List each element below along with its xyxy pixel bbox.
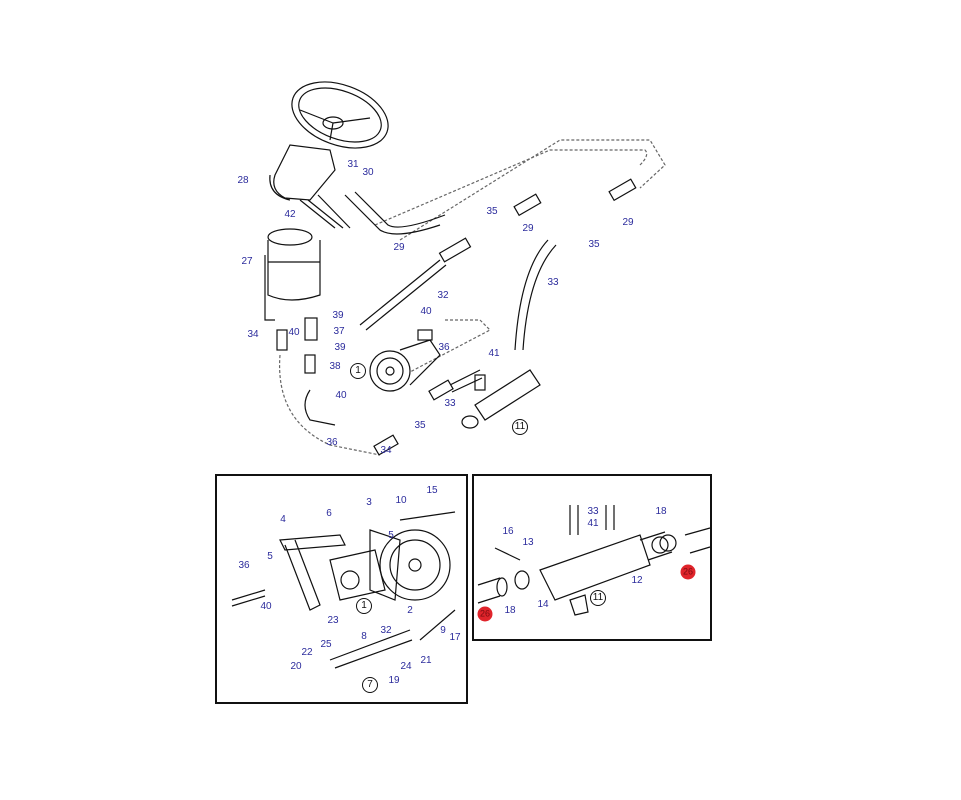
callout-main-view: 40 <box>335 390 347 401</box>
callout-main-view: 42 <box>284 209 296 220</box>
callout-cooler-detail: 11 <box>590 590 606 606</box>
callout-pump-detail: 25 <box>320 639 332 650</box>
hose-routing <box>278 139 666 456</box>
callout-main-view: 28 <box>237 175 249 186</box>
callout-pump-detail: 40 <box>260 601 272 612</box>
callout-main-view: 27 <box>241 256 253 267</box>
callout-main-view: 41 <box>488 348 500 359</box>
pump-detail-linework <box>231 511 456 669</box>
callout-pump-detail: 36 <box>238 560 250 571</box>
callout-pump-detail: 9 <box>440 625 446 636</box>
callout-cooler-detail: 26 <box>680 564 696 580</box>
cooler-detail-frame <box>472 474 712 641</box>
steering-helm <box>269 81 389 229</box>
callout-main-view: 39 <box>334 342 346 353</box>
callout-cooler-detail: 12 <box>631 575 643 586</box>
callout-pump-detail: 5 <box>267 551 273 562</box>
callout-pump-detail: 19 <box>388 675 400 686</box>
callout-pump-detail: 6 <box>326 508 332 519</box>
cooler-detail-linework <box>477 505 711 616</box>
callout-main-view: 40 <box>288 327 300 338</box>
pump <box>369 329 441 392</box>
callout-cooler-detail: 13 <box>522 537 534 548</box>
callout-pump-detail: 17 <box>449 632 461 643</box>
callout-cooler-detail: 18 <box>504 605 516 616</box>
callout-pump-detail: 32 <box>380 625 392 636</box>
callout-main-view: 35 <box>588 239 600 250</box>
callout-cooler-detail: 14 <box>537 599 549 610</box>
callout-cooler-detail: 26 <box>477 606 493 622</box>
callout-pump-detail: 21 <box>420 655 432 666</box>
callout-cooler-detail: 16 <box>502 526 514 537</box>
callout-cooler-detail: 18 <box>655 506 667 517</box>
callout-main-view: 32 <box>437 290 449 301</box>
callout-main-view: 30 <box>362 167 374 178</box>
callout-pump-detail: 10 <box>395 495 407 506</box>
callout-main-view: 39 <box>332 310 344 321</box>
callout-pump-detail: 23 <box>327 615 339 626</box>
callout-main-view: 29 <box>622 217 634 228</box>
callout-main-view: 31 <box>347 159 359 170</box>
callout-pump-detail: 1 <box>356 598 372 614</box>
callout-pump-detail: 20 <box>290 661 302 672</box>
callout-main-view: 37 <box>333 326 345 337</box>
callout-main-view: 11 <box>512 419 528 435</box>
callout-pump-detail: 8 <box>361 631 367 642</box>
callout-main-view: 34 <box>247 329 259 340</box>
callout-pump-detail: 5 <box>388 530 394 541</box>
callout-pump-detail: 15 <box>426 485 438 496</box>
callout-pump-detail: 3 <box>366 497 372 508</box>
callout-main-view: 33 <box>547 277 559 288</box>
callout-main-view: 1 <box>350 363 366 379</box>
callout-main-view: 33 <box>444 398 456 409</box>
callout-pump-detail: 2 <box>407 605 413 616</box>
callout-main-view: 36 <box>438 342 450 353</box>
callout-pump-detail: 24 <box>400 661 412 672</box>
callout-main-view: 35 <box>486 206 498 217</box>
oil-cooler <box>449 369 541 429</box>
callout-cooler-detail: 41 <box>587 518 599 529</box>
callout-main-view: 35 <box>414 420 426 431</box>
callout-main-view: 34 <box>380 445 392 456</box>
callout-cooler-detail: 33 <box>587 506 599 517</box>
reservoir <box>264 228 336 426</box>
pump-detail-frame <box>215 474 468 704</box>
callout-pump-detail: 4 <box>280 514 286 525</box>
callout-main-view: 40 <box>420 306 432 317</box>
callout-pump-detail: 22 <box>301 647 313 658</box>
callout-main-view: 38 <box>329 361 341 372</box>
callout-main-view: 29 <box>393 242 405 253</box>
callout-main-view: 36 <box>326 437 338 448</box>
callout-pump-detail: 7 <box>362 677 378 693</box>
callout-main-view: 29 <box>522 223 534 234</box>
